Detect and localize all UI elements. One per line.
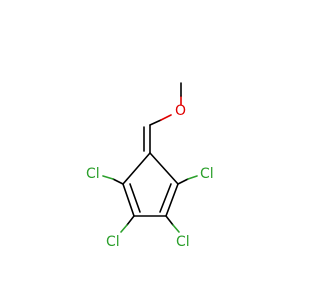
bond-ring-c4-c5-double (159, 183, 172, 213)
bond-ring-c4-c5 (165, 183, 179, 217)
bond-ring-c1-c5 (149, 152, 179, 185)
bond-ring-c2-c3 (122, 183, 135, 217)
bond-c4-cl-carbon-half (165, 215, 174, 226)
bond-c4-cl-chlorine-half (172, 224, 180, 233)
oxygen-label: O (175, 103, 186, 119)
molecule-structure: O Cl Cl Cl Cl (86, 82, 214, 250)
chlorine-left-label: Cl (86, 166, 100, 182)
bond-c5-cl-chlorine-half (187, 175, 198, 180)
bond-ring-c1-c2 (122, 152, 151, 185)
molecule-diagram: O Cl Cl Cl Cl (86, 82, 214, 250)
chlorine-bottom-right-label: Cl (176, 234, 190, 250)
bond-ch-o-carbon-half (149, 119, 162, 126)
bond-c5-cl-carbon-half (177, 178, 189, 185)
chlorine-bottom-left-label: Cl (106, 234, 120, 250)
bond-c3-cl-chlorine-half (120, 224, 128, 233)
bond-ring-c2-c3-double (129, 183, 141, 213)
bond-c2-cl-carbon-half (112, 178, 124, 185)
bond-c3-cl-carbon-half (126, 215, 135, 226)
chlorine-right-label: Cl (200, 166, 214, 182)
bond-c2-cl-chlorine-half (102, 175, 114, 180)
bond-ch-o-oxygen-half (160, 114, 172, 121)
